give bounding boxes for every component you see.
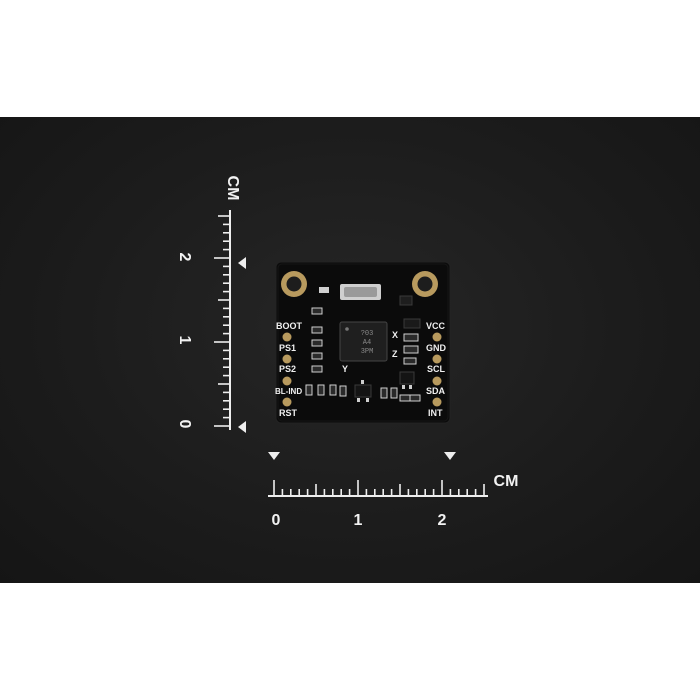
axis-label-y: Y <box>342 364 348 374</box>
pin-pad-gnd <box>432 354 442 364</box>
horizontal-marker-right <box>444 452 456 460</box>
pin-pad-bl-ind <box>282 397 292 407</box>
smd-component <box>311 307 323 315</box>
vertical-ruler: CM 2 1 0 <box>176 176 246 433</box>
axis-label-z: Z <box>392 349 398 359</box>
smd-component <box>311 326 323 334</box>
mounting-hole-right <box>412 271 438 297</box>
smd-component <box>311 365 323 373</box>
pin-label-ps2: PS2 <box>279 364 296 374</box>
smd-component <box>329 384 337 396</box>
top-small-part <box>319 287 329 293</box>
smd-component <box>311 339 323 347</box>
sot-transistor-right <box>399 371 415 389</box>
vertical-label-2: 2 <box>176 253 193 262</box>
pin-pad-boot <box>282 332 292 342</box>
smd-component <box>380 387 388 399</box>
pin-label-sda: SDA <box>426 386 446 396</box>
pin-label-boot: BOOT <box>276 321 303 331</box>
horizontal-ruler-ticks <box>273 480 485 496</box>
vertical-label-1: 1 <box>176 336 193 345</box>
pin-pad-ps1 <box>282 354 292 364</box>
chip-marking-line-3: 3PM <box>361 348 374 356</box>
pin-label-int: INT <box>428 408 443 418</box>
vertical-ruler-ticks <box>214 215 230 427</box>
pin-label-bl-ind: BL-IND <box>275 387 302 396</box>
vertical-marker-bottom <box>238 421 246 433</box>
horizontal-label-1: 1 <box>354 512 363 529</box>
smd-component <box>390 387 398 399</box>
vertical-ruler-unit: CM <box>224 176 241 201</box>
ldo-regulator <box>403 318 421 329</box>
smd-component <box>399 394 411 402</box>
smd-component <box>317 384 325 396</box>
axis-label-x: X <box>392 330 398 340</box>
pin-label-ps1: PS1 <box>279 343 296 353</box>
crystal-oscillator <box>340 284 381 300</box>
pin-pad-vcc <box>432 332 442 342</box>
right-pin-header: VCC GND SCL SDA INT <box>426 321 447 418</box>
sot-transistor-bottom <box>354 380 372 402</box>
pin-label-scl: SCL <box>427 364 446 374</box>
vertical-label-0: 0 <box>176 420 193 429</box>
smd-component <box>403 345 419 354</box>
top-right-part <box>399 295 413 306</box>
pin-label-gnd: GND <box>426 343 447 353</box>
pin-label-rst: RST <box>279 408 298 418</box>
horizontal-ruler-unit: CM <box>494 473 519 490</box>
chip-marking-line-1: ?03 <box>361 330 374 338</box>
left-pin-header: BOOT PS1 PS2 BL-IND RST <box>275 321 303 418</box>
passive-components <box>305 307 421 402</box>
chip-marking-line-2: A4 <box>363 339 371 347</box>
smd-component <box>339 385 347 397</box>
vertical-marker-top <box>238 257 246 269</box>
pin-pad-scl <box>432 376 442 386</box>
pin-pad-ps2 <box>282 376 292 386</box>
smd-component <box>403 357 417 365</box>
imu-chip: ?03 A4 3PM <box>339 321 388 362</box>
sensor-board: ?03 A4 3PM X Y Z BOOT PS1 PS2 BL-IND RST… <box>275 261 451 424</box>
horizontal-label-2: 2 <box>438 512 447 529</box>
horizontal-label-0: 0 <box>272 512 281 529</box>
mounting-hole-left <box>281 271 307 297</box>
smd-component <box>305 384 313 396</box>
smd-component <box>409 394 421 402</box>
smd-component <box>403 333 419 342</box>
pin-pad-sda <box>432 397 442 407</box>
pin-label-vcc: VCC <box>426 321 446 331</box>
horizontal-ruler: CM 0 1 2 <box>268 452 518 529</box>
smd-component <box>311 352 323 360</box>
horizontal-marker-left <box>268 452 280 460</box>
